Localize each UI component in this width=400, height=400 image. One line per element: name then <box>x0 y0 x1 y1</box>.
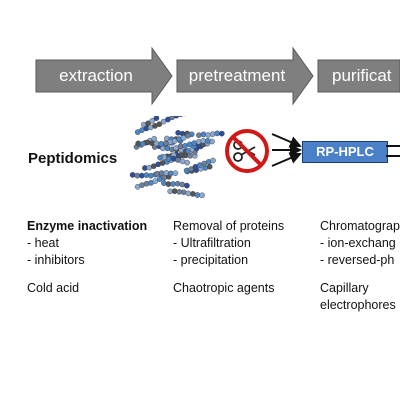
peptide-bead <box>179 181 186 188</box>
column-heading: Enzyme inactivation <box>27 219 148 233</box>
peptide-bead <box>174 180 181 187</box>
output-arrows <box>386 145 400 157</box>
peptide-bead <box>162 140 169 147</box>
peptide-bead <box>204 137 211 144</box>
column-item: - reversed-ph <box>320 253 395 267</box>
peptide-bead <box>163 170 170 176</box>
peptide-bead <box>184 159 191 166</box>
peptide-bead <box>161 174 168 181</box>
peptide-bead <box>190 191 196 197</box>
peptide-bead <box>148 172 154 179</box>
peptide-bead <box>205 132 211 138</box>
column-item: - inhibitors <box>27 253 85 267</box>
peptide-bead <box>195 138 202 145</box>
stage-label-pretreatment: pretreatment <box>188 66 286 85</box>
peptide-bead <box>200 131 207 138</box>
note-pretreatment: Chaotropic agents <box>173 281 275 295</box>
peptide-bead <box>178 116 183 117</box>
peptide-bead <box>206 163 213 170</box>
peptide-bead <box>153 116 160 121</box>
peptide-bead <box>172 170 179 177</box>
peptide-bead <box>196 132 202 139</box>
peptide-bead <box>129 172 136 178</box>
stage-arrow-pretreatment <box>176 46 314 106</box>
column-item: - heat <box>27 236 59 250</box>
peptide-bead <box>158 141 164 147</box>
peptide-bead <box>149 118 156 124</box>
peptide-bead <box>151 135 158 142</box>
peptide-bead <box>170 155 177 162</box>
peptide-bead <box>139 140 146 147</box>
peptide-bead <box>184 182 190 189</box>
title: Peptidomics <box>28 150 118 167</box>
peptide-bead <box>199 192 205 198</box>
stage-arrow-extraction <box>35 46 173 106</box>
peptide-bead <box>182 142 188 149</box>
peptide-bead <box>181 189 187 195</box>
column-purification: Chromatograp - ion-exchang - reversed-ph <box>320 218 400 269</box>
peptide-bead <box>219 130 225 137</box>
note-extraction: Cold acid <box>27 281 80 295</box>
peptide-bead <box>143 172 150 178</box>
column-pretreatment: Removal of proteins - Ultrafiltration - … <box>173 218 284 269</box>
peptide-bead <box>188 166 194 172</box>
peptide-bead <box>180 135 187 141</box>
peptide-bead <box>185 132 191 139</box>
column-item: - Ultrafiltration <box>173 236 251 250</box>
column-heading: Removal of proteins <box>173 219 285 233</box>
peptide-bead <box>152 123 158 129</box>
rp-hplc-box: RP-HPLC <box>302 141 388 163</box>
peptide-bead <box>161 180 167 186</box>
prohibited-icon <box>225 129 269 173</box>
peptide-bead <box>145 120 151 127</box>
peptide-bead <box>154 171 160 177</box>
input-arrows <box>271 133 302 167</box>
peptide-bead <box>135 140 142 147</box>
peptide-bead <box>153 140 160 147</box>
peptide-bead <box>164 145 171 152</box>
peptide-bead <box>173 116 180 119</box>
stage-label-extraction: extraction <box>59 66 133 85</box>
peptide-bead <box>210 157 216 164</box>
column-item: - ion-exchang <box>320 236 396 250</box>
peptide-bead <box>175 129 181 136</box>
column-extraction: Enzyme inactivation - heat - inhibitors <box>27 218 147 269</box>
peptide-bead <box>171 188 178 194</box>
note-purification-line-1: Capillary <box>320 281 369 295</box>
stage-arrow-purification <box>317 59 400 93</box>
column-heading: Chromatograp <box>320 219 400 233</box>
stage-label-purification: purificat <box>332 66 392 85</box>
peptide-bead <box>139 172 145 179</box>
note-purification-line-2: electrophores <box>320 298 396 312</box>
peptide-mixture-illustration <box>129 116 225 198</box>
peptide-bead <box>179 158 186 165</box>
column-item: - precipitation <box>173 253 249 267</box>
